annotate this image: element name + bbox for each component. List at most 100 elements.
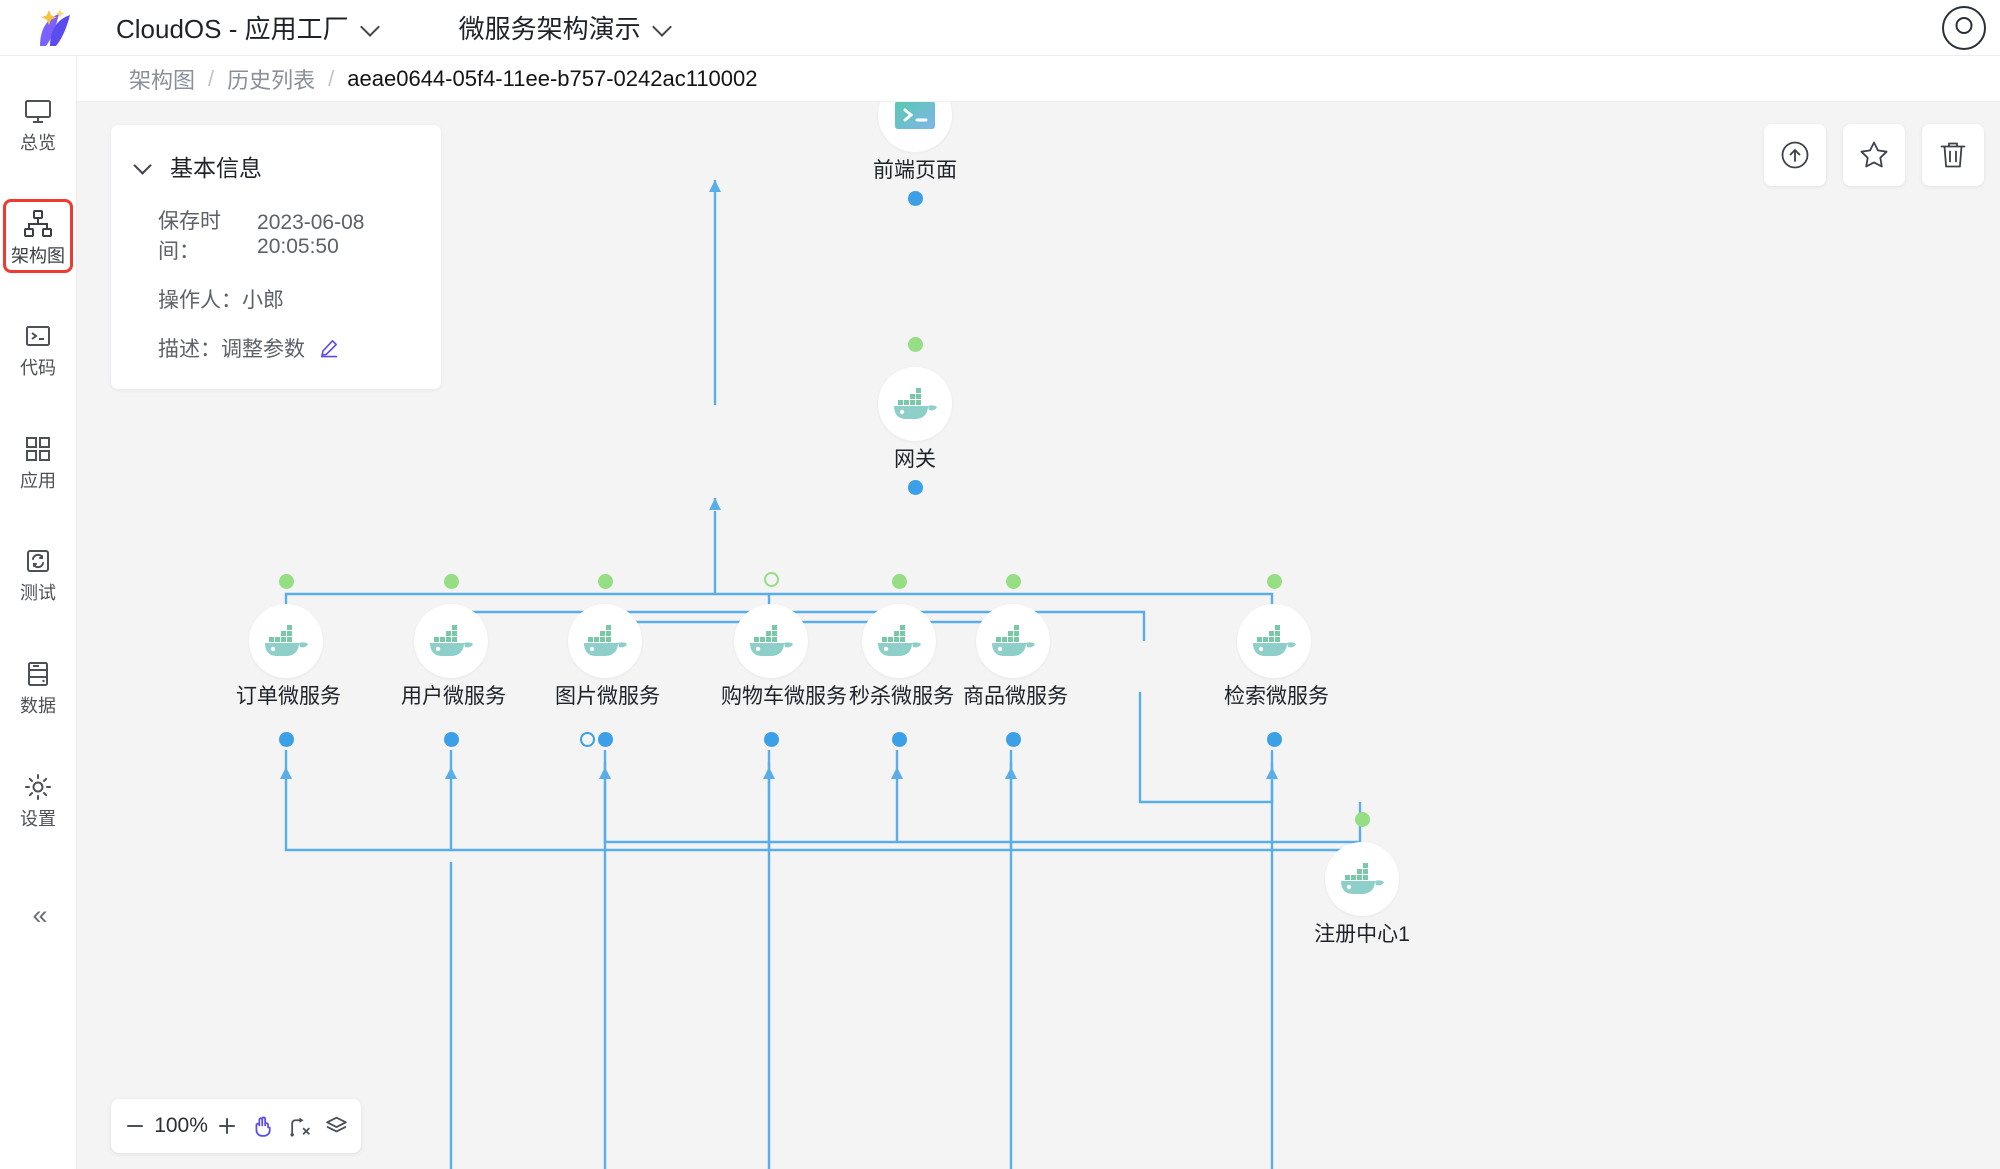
port-in-bottom[interactable] [908,480,923,495]
graph-node-product-service[interactable]: 商品微服务 [963,574,1068,747]
sidebar-label: 测试 [20,583,56,604]
node-label: 用户微服务 [401,685,506,708]
operator-row: 操作人： 小郎 [111,284,441,314]
terminal-icon [21,319,55,353]
sidebar-item-overview[interactable]: 总览 [7,90,69,157]
port-out-top[interactable] [764,572,779,587]
node-icon-wrap[interactable] [249,604,323,678]
pencil-edit-icon[interactable] [319,338,339,358]
operator-label: 操作人： [158,289,242,312]
node-icon-wrap[interactable] [878,102,952,152]
port-in-bottom[interactable] [279,732,294,747]
sidebar-item-apps[interactable]: 应用 [7,428,69,495]
port-in-bottom[interactable] [1267,732,1282,747]
sidebar-item-code[interactable]: 代码 [7,315,69,382]
graph-node-gateway[interactable]: 网关 [865,337,965,495]
breadcrumb-root[interactable]: 架构图 [129,67,196,93]
graph-node-frontend[interactable]: 前端页面 [865,102,965,206]
node-label: 购物车微服务 [721,685,847,708]
sidebar-label: 设置 [20,808,56,829]
sidebar: 总览 架构图 代码 [0,56,77,1169]
graph-node-order-service[interactable]: 订单微服务 [236,574,341,747]
plus-icon [218,1118,235,1134]
description-value: 调整参数 [221,338,305,361]
port-out-top[interactable] [279,574,294,589]
port-out-top[interactable] [908,337,923,352]
database-icon [21,657,55,691]
zoom-in-button[interactable] [209,1104,246,1148]
port-in-bottom[interactable] [892,732,907,747]
description-row: 描述： 调整参数 [111,333,441,363]
port-in-bottom[interactable] [1006,732,1021,747]
breadcrumb-current: aeae0644-05f4-11ee-b757-0242ac110002 [347,65,758,91]
breadcrumb-parent[interactable]: 历史列表 [227,67,316,93]
sidebar-item-data[interactable]: 数据 [7,653,69,720]
port-in[interactable] [908,191,923,206]
port-in-bottom[interactable] [598,732,613,747]
graph-node-seckill-service[interactable]: 秒杀微服务 [849,574,954,747]
port-in-bottom[interactable] [444,732,459,747]
sitemap-icon [21,207,55,241]
app-logo[interactable] [0,8,110,48]
user-avatar-icon[interactable] [1942,5,1986,50]
project-switcher[interactable]: 微服务架构演示 [459,9,671,46]
graph-node-image-service[interactable]: 图片微服务 [555,574,660,747]
save-time-label: 保存时间： [158,210,221,263]
node-icon-wrap[interactable] [734,604,808,678]
breadcrumb-separator: / [208,65,215,91]
upload-circle-icon [1781,141,1809,169]
sidebar-item-architecture[interactable]: 架构图 [3,198,73,274]
node-icon-wrap[interactable] [568,604,642,678]
description-label: 描述： [158,338,221,361]
breadcrumb-separator: / [328,65,335,91]
save-time-value: 2023-06-08 20:05:50 [257,211,365,258]
chevron-down-icon [654,19,671,36]
sidebar-item-settings[interactable]: 设置 [7,766,69,833]
port-in-bottom[interactable] [764,732,779,747]
favorite-button[interactable] [1843,124,1905,186]
port-out-top[interactable] [1355,812,1370,827]
node-icon-wrap[interactable] [1237,604,1311,678]
node-label: 商品微服务 [963,685,1068,708]
port-out-top[interactable] [1006,574,1021,589]
edge-route-button[interactable] [282,1104,319,1148]
graph-node-search-service[interactable]: 检索微服务 [1224,574,1329,747]
sidebar-collapse-button[interactable]: « [11,892,65,938]
graph-node-user-service[interactable]: 用户微服务 [401,574,506,747]
node-label: 前端页面 [873,159,957,182]
refresh-box-icon [21,544,55,578]
node-icon-wrap[interactable] [976,604,1050,678]
port-out-top[interactable] [1267,574,1282,589]
zoom-out-button[interactable] [117,1104,154,1148]
chevron-down-icon[interactable] [134,157,152,175]
graph-node-registry-1[interactable]: 注册中心1 [1312,812,1412,948]
node-label: 网关 [894,448,936,471]
layers-icon [326,1116,347,1132]
layers-button[interactable] [318,1104,355,1148]
node-icon-wrap[interactable] [1325,842,1399,916]
port-out-top[interactable] [444,574,459,589]
port-in-alt[interactable] [580,732,595,747]
node-icon-wrap[interactable] [878,367,952,441]
pan-tool-button[interactable] [245,1104,282,1148]
docker-whale-icon [430,625,473,656]
sidebar-item-test[interactable]: 测试 [7,540,69,607]
node-icon-wrap[interactable] [862,604,936,678]
port-out-top[interactable] [892,574,907,589]
product-name: CloudOS - 应用工厂 [116,14,349,44]
graph-node-cart-service[interactable]: 购物车微服务 [721,572,847,747]
delete-button[interactable] [1922,124,1984,186]
export-button[interactable] [1764,124,1826,186]
sidebar-label: 总览 [20,133,56,153]
product-switcher[interactable]: CloudOS - 应用工厂 [116,9,379,46]
basic-info-title: 基本信息 [170,155,262,181]
zoom-level: 100% [154,1114,208,1137]
basic-info-header[interactable]: 基本信息 [111,149,441,183]
node-icon-wrap[interactable] [414,604,488,678]
architecture-canvas[interactable]: 前端页面 网关 [77,102,2000,1169]
port-out-top[interactable] [598,574,613,589]
gear-icon [21,770,55,804]
docker-whale-icon [878,625,921,656]
edge-route-icon [290,1117,310,1136]
